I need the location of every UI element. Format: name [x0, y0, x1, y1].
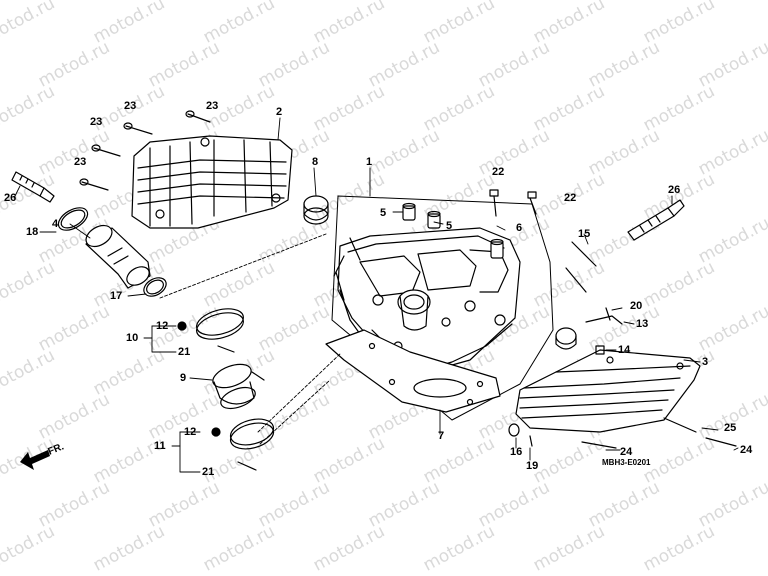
callout-3: 3 — [702, 356, 709, 368]
callout-26a: 26 — [4, 192, 17, 204]
callout-8: 8 — [312, 156, 319, 168]
front-arrow — [20, 450, 50, 470]
callout-14: 14 — [618, 344, 631, 356]
callout-9: 9 — [180, 372, 187, 384]
washer-16 — [508, 423, 520, 437]
bolt-24a — [581, 441, 617, 449]
callout-12a: 12 — [156, 320, 169, 332]
callout-18: 18 — [26, 226, 39, 238]
clamp-band-11 — [229, 418, 275, 450]
callout-20: 20 — [630, 300, 643, 312]
callout-22b: 22 — [564, 192, 577, 204]
head-gasket-part — [325, 329, 501, 413]
callout-11: 11 — [154, 440, 166, 452]
bolt-22b — [529, 197, 537, 215]
callout-22a: 22 — [492, 166, 505, 178]
insulator-pipe-part — [85, 224, 151, 289]
callout-26b: 26 — [668, 184, 681, 196]
callout-5a: 5 — [380, 207, 387, 219]
o-ring-17 — [143, 277, 167, 297]
head-cover-right-part — [515, 349, 701, 433]
callout-7: 7 — [438, 430, 445, 442]
bolt-20 — [605, 307, 611, 321]
dowel-19 — [529, 435, 533, 447]
clamp-band-10 — [196, 308, 244, 340]
bolt-14 — [595, 345, 605, 355]
cylinder-head-part — [331, 195, 554, 421]
callout-10: 10 — [126, 332, 139, 344]
callout-24a: 24 — [620, 446, 633, 458]
callout-6: 6 — [516, 222, 523, 234]
bracket-13 — [585, 315, 623, 325]
o-ring-18 — [57, 207, 89, 231]
bolt-24b — [705, 437, 737, 447]
bolt-25 — [663, 417, 697, 433]
callout-15: 15 — [578, 228, 591, 240]
callout-17: 17 — [110, 290, 123, 302]
callout-2: 2 — [276, 106, 283, 118]
diagram-code: MBH3-E0201 — [602, 458, 651, 467]
callout-23a: 23 — [124, 100, 137, 112]
callout-23c: 23 — [90, 116, 103, 128]
callout-5b: 5 — [446, 220, 453, 232]
bolts-23 — [79, 110, 211, 191]
spark-plug-left — [11, 171, 55, 203]
bolt-22a — [493, 195, 497, 217]
stud-15a — [571, 241, 597, 267]
callout-23b: 23 — [206, 100, 219, 112]
grommet-8 — [303, 195, 329, 225]
callout-21a: 21 — [178, 346, 191, 358]
callout-25: 25 — [724, 422, 737, 434]
callout-13: 13 — [636, 318, 649, 330]
cap-part — [555, 327, 577, 345]
head-cover-left-part — [131, 135, 293, 229]
stud-15b — [565, 267, 587, 293]
callout-12b: 12 — [184, 426, 197, 438]
insulator-9 — [212, 363, 265, 410]
spark-plug-right — [627, 199, 685, 241]
callout-24b: 24 — [740, 444, 753, 456]
callout-23d: 23 — [74, 156, 87, 168]
callout-21b: 21 — [202, 466, 215, 478]
callout-4: 4 — [52, 218, 59, 230]
callout-1: 1 — [366, 156, 373, 168]
callout-19: 19 — [526, 460, 539, 472]
callout-16: 16 — [510, 446, 523, 458]
